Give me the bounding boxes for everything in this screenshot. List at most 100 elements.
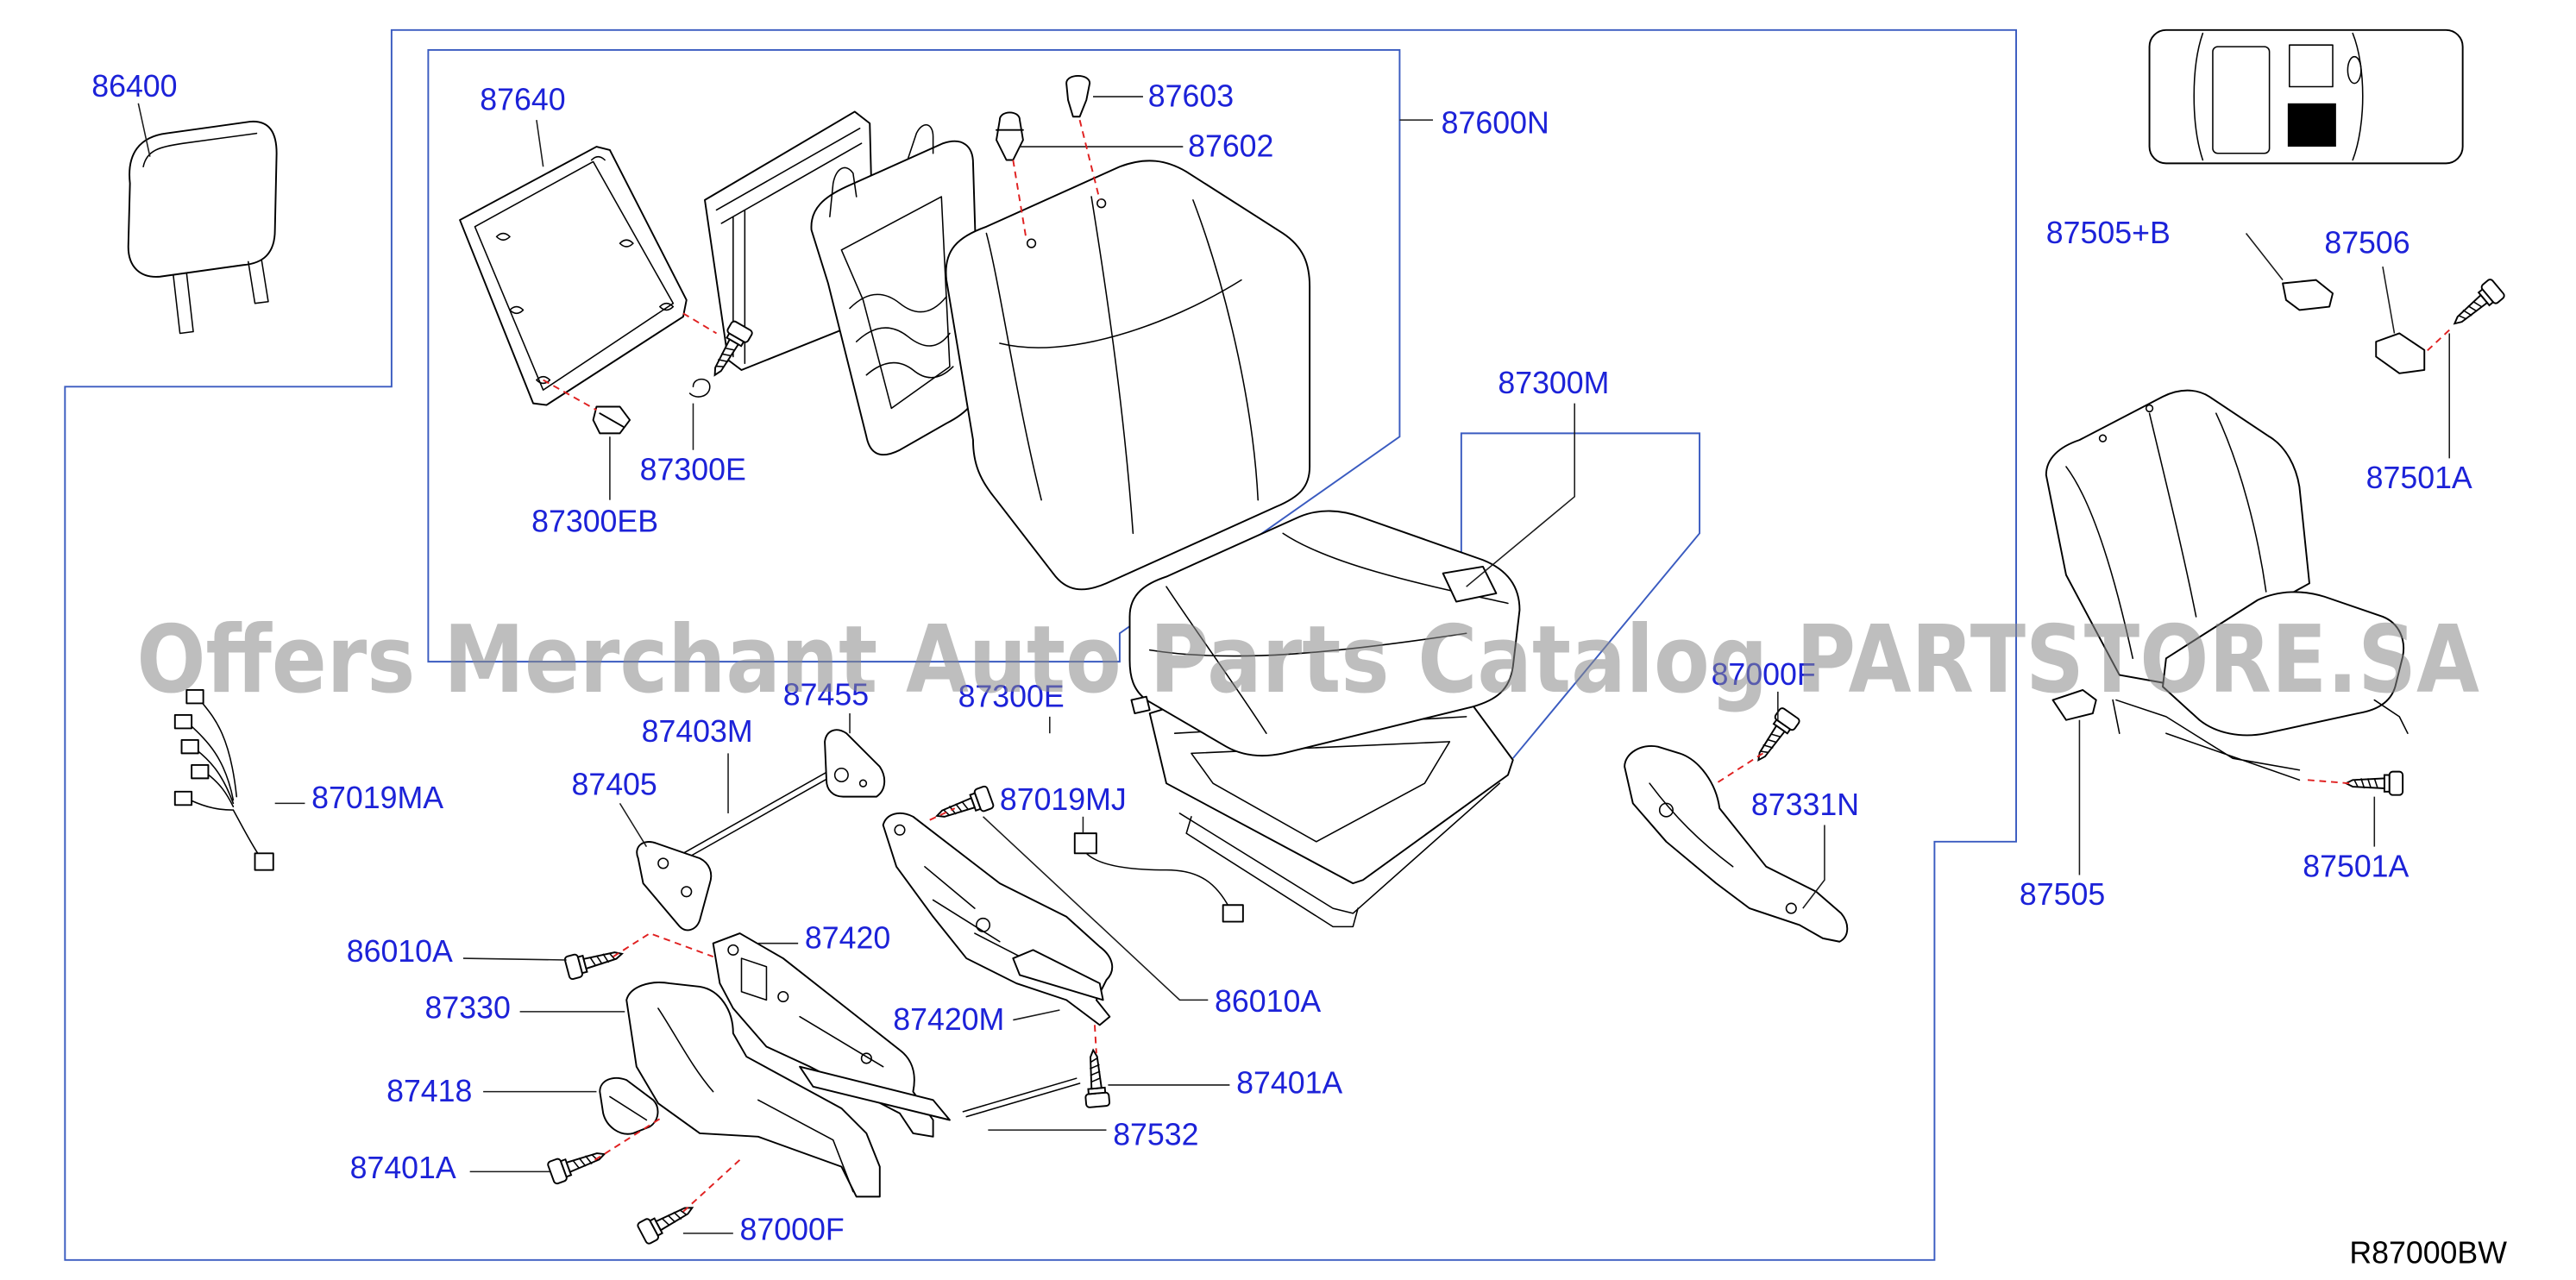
pad-lines	[715, 128, 863, 365]
seat-back-frame	[810, 124, 981, 455]
vehicle-mirror	[2347, 55, 2362, 85]
callout-87300e-ring[interactable]: 87300E	[958, 679, 1065, 713]
recliner-rail	[799, 1065, 951, 1121]
callout-87401a-left[interactable]: 87401A	[350, 1151, 456, 1185]
part-87505	[2051, 689, 2097, 721]
callout-87505[interactable]: 87505	[2020, 877, 2105, 912]
bracket-hole	[681, 886, 693, 898]
harness-connector	[185, 689, 204, 705]
cover-line	[1649, 782, 1734, 868]
fastener-path	[2423, 329, 2450, 355]
callout-87331n[interactable]: 87331N	[1751, 787, 1859, 822]
harness-wires	[187, 699, 261, 857]
clip-87602	[996, 111, 1024, 161]
side-cover-87331n	[1624, 744, 1849, 943]
fastener-path	[2307, 779, 2350, 785]
panel-clips	[495, 155, 675, 385]
callout-87455[interactable]: 87455	[783, 677, 869, 712]
callout-87506[interactable]: 87506	[2324, 226, 2410, 260]
callout-87300e-clip[interactable]: 87300E	[640, 452, 746, 486]
callout-87640[interactable]: 87640	[480, 83, 565, 117]
callout-87405[interactable]: 87405	[571, 768, 657, 802]
callout-87330[interactable]: 87330	[425, 991, 511, 1026]
frame-window	[840, 196, 951, 410]
seat-back-group-border	[427, 49, 1401, 663]
screw-86010a-right	[932, 784, 996, 828]
knob-outline	[599, 1076, 659, 1135]
fastener-paths	[543, 119, 2450, 1213]
leader-87506	[2382, 267, 2396, 334]
callout-87401a-right[interactable]: 87401A	[1236, 1066, 1342, 1101]
callout-87300eb[interactable]: 87300EB	[531, 504, 658, 538]
cover-hole	[1658, 802, 1674, 818]
watermark-text: Offers Merchant Auto Parts Catalog PARTS…	[136, 605, 2479, 714]
reference-seat	[2045, 389, 2409, 781]
cushion-outline	[1128, 510, 1521, 757]
fastener-path	[1715, 752, 1763, 784]
vehicle-outline	[2148, 28, 2464, 165]
callout-87300m[interactable]: 87300M	[1498, 366, 1609, 400]
callout-87602[interactable]: 87602	[1188, 129, 1273, 164]
harness-connector	[254, 852, 274, 871]
frame-springs	[849, 293, 954, 379]
callout-87603[interactable]: 87603	[1148, 79, 1234, 114]
back-panel-87640	[459, 146, 688, 406]
screw-87000f-bottom	[636, 1196, 699, 1246]
ring-87300e	[688, 378, 711, 398]
clip-87300eb	[592, 405, 631, 435]
screw-87401a-right	[1080, 1048, 1111, 1109]
fastener-path	[1078, 119, 1101, 201]
rail-latch	[1012, 949, 1104, 1001]
callout-87403m[interactable]: 87403M	[642, 714, 753, 749]
callout-87501a-lower[interactable]: 87501A	[2303, 849, 2409, 883]
lever-outline	[824, 729, 886, 798]
vehicle-location-inset	[2148, 28, 2464, 165]
screw-86010a-left	[563, 941, 626, 981]
reference-seat-back-seams	[2065, 412, 2267, 660]
reference-seat-cushion	[2162, 591, 2405, 737]
callout-86010a-right[interactable]: 86010A	[1215, 984, 1321, 1019]
panel-inner-edge	[474, 160, 675, 391]
callout-87420m[interactable]: 87420M	[893, 1002, 1004, 1037]
callout-87501a-upper[interactable]: 87501A	[2366, 461, 2472, 495]
seat-back-cushion	[945, 160, 1311, 591]
assembly-outer-border	[64, 28, 2018, 1261]
bolt-87501a-upper	[2446, 277, 2507, 334]
back-cushion-hole	[1096, 198, 1107, 209]
callout-87420[interactable]: 87420	[805, 920, 890, 955]
callout-87600n[interactable]: 87600N	[1442, 106, 1549, 141]
fastener-path	[929, 807, 956, 821]
part-87506	[2375, 332, 2426, 374]
callout-86010a-left[interactable]: 86010A	[347, 934, 453, 969]
side-cover-87330	[625, 982, 881, 1198]
cushion-frame-pan	[1173, 716, 1501, 928]
callout-87505b[interactable]: 87505+B	[2046, 216, 2171, 250]
diagram-code: R87000BW	[2349, 1236, 2507, 1271]
harness-connector	[173, 790, 193, 806]
headrest-posts	[173, 259, 269, 335]
harness-connector	[180, 738, 199, 755]
fastener-path	[594, 1115, 664, 1161]
rail-hole	[894, 824, 906, 836]
cushion-clip	[1130, 695, 1151, 714]
callout-87000f-right[interactable]: 87000F	[1712, 657, 1816, 692]
rail-hole	[976, 917, 991, 932]
callout-87532[interactable]: 87532	[1113, 1117, 1198, 1151]
recliner-hole	[860, 1052, 872, 1064]
callout-87418[interactable]: 87418	[386, 1074, 472, 1108]
seat-cushion-87300m	[1128, 510, 1521, 757]
knob-87418	[599, 1076, 659, 1135]
callout-87019mj[interactable]: 87019MJ	[1000, 782, 1127, 817]
harness-connector	[191, 763, 210, 780]
callout-86400[interactable]: 86400	[91, 69, 177, 104]
leader-86400	[137, 103, 151, 157]
clip-87603	[1065, 74, 1091, 118]
back-cushion-hole	[1026, 238, 1037, 248]
harness-87019mj	[1073, 832, 1244, 923]
callout-87000f-bottom[interactable]: 87000F	[740, 1213, 845, 1247]
leader-87640	[536, 120, 544, 167]
reference-seat-hole	[2098, 434, 2108, 442]
leader-86010a-right	[983, 816, 1209, 1001]
recliner-hole	[727, 944, 739, 956]
callout-87019ma[interactable]: 87019MA	[311, 781, 443, 815]
